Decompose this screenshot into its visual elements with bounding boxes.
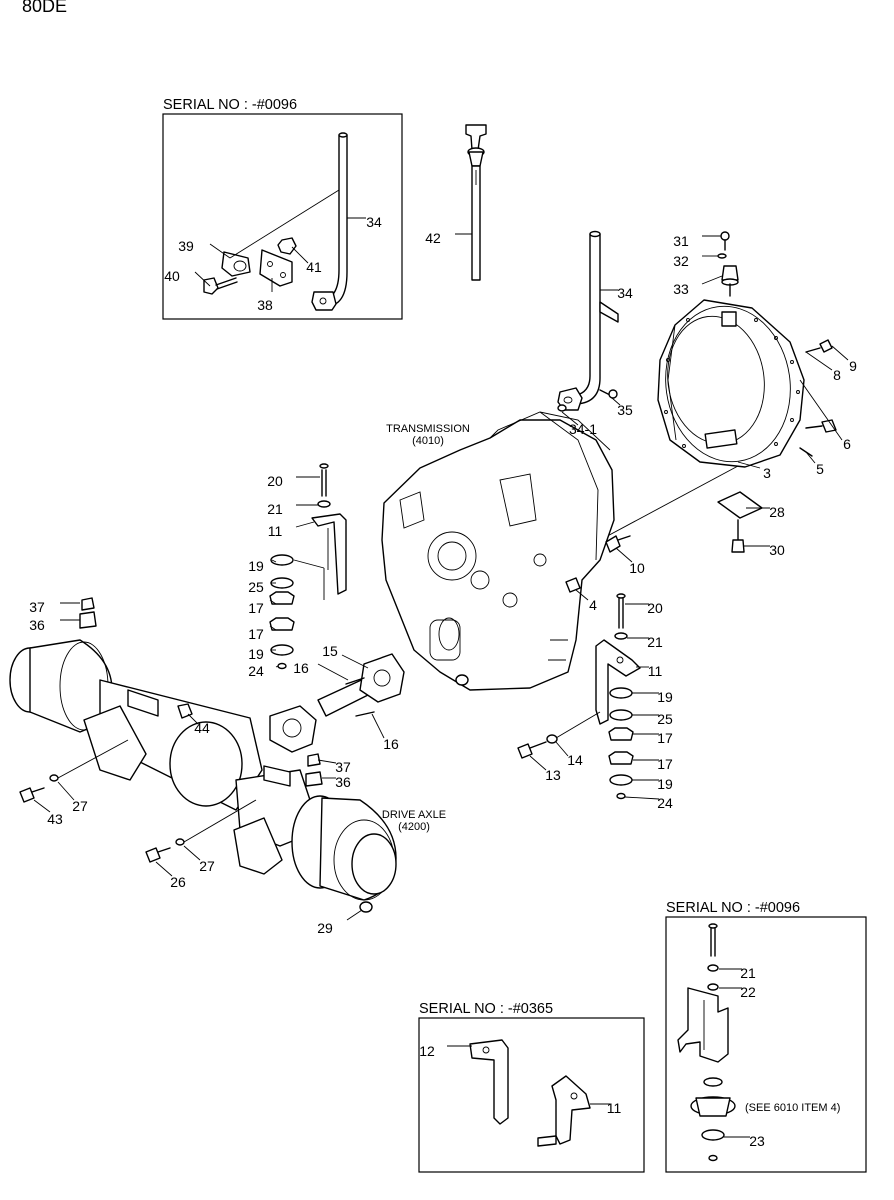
callout-6-14: 6 [843, 436, 851, 452]
drive-axle [9, 597, 397, 921]
callout-29-53: 29 [317, 920, 333, 936]
callout-40-3: 40 [164, 268, 180, 284]
oil-tube [557, 230, 621, 426]
callout-17-44: 17 [657, 756, 673, 772]
callout-numbers: 34 39 41 40 38 42 31 32 33 34 98 35 34-1 6 5 3 20 21 28 11 3… [29, 214, 857, 1149]
callout-24-35: 24 [248, 663, 264, 679]
callout-11-36: 11 [648, 663, 663, 679]
callout-16-34: 16 [293, 660, 309, 676]
callout-20-17: 20 [267, 473, 283, 489]
inset-box-bottom-right [665, 916, 867, 1173]
callout-35-12: 35 [617, 402, 633, 418]
callout-12-56: 12 [419, 1043, 435, 1059]
callout-39-1: 39 [178, 238, 194, 254]
inset-box-bottom-middle [418, 1017, 645, 1173]
callout-22-55: 22 [740, 984, 756, 1000]
inset-mount-stack [677, 923, 750, 1162]
left-mount-stack [269, 463, 347, 670]
callout-19-33: 19 [248, 646, 264, 662]
callout-9-10: 9 [849, 358, 857, 374]
callout-13-45: 13 [545, 767, 561, 783]
assembly-label-drive-axle-2: (4200) [398, 821, 430, 833]
callout-32-7: 32 [673, 253, 689, 269]
callout-19-22: 19 [248, 558, 264, 574]
callout-34-1-13: 34-1 [569, 421, 597, 437]
callout-43-50: 43 [47, 811, 63, 827]
callout-15-32: 15 [322, 643, 338, 659]
callout-11-57: 11 [607, 1100, 622, 1116]
callout-25-24: 25 [248, 579, 264, 595]
callout-21-54: 21 [740, 965, 756, 981]
callout-34-0: 34 [366, 214, 382, 230]
serial-label-3: SERIAL NO : -#0096 [666, 900, 800, 916]
inset-box-top-left [162, 113, 403, 320]
callout-17-41: 17 [657, 730, 673, 746]
callout-37-27: 37 [29, 599, 45, 615]
callout-17-28: 17 [248, 600, 264, 616]
serial-label-2: SERIAL NO : -#0365 [419, 1001, 553, 1017]
callout-38-4: 38 [257, 297, 273, 313]
callout-8-11: 8 [833, 367, 841, 383]
callout-42-5: 42 [425, 230, 441, 246]
callout-36-46: 36 [335, 774, 351, 790]
inset-oil-tube-assembly [194, 132, 366, 311]
callout-21-31: 21 [647, 634, 663, 650]
inset-brackets [447, 1039, 610, 1147]
assembly-label-drive-axle-1: DRIVE AXLE [382, 809, 446, 821]
dipstick [455, 124, 487, 281]
callout-23-58: 23 [749, 1133, 765, 1149]
propeller-shaft [269, 653, 405, 753]
callout-21-18: 21 [267, 501, 283, 517]
serial-label-1: SERIAL NO : -#0096 [163, 97, 297, 113]
callout-25-39: 25 [657, 711, 673, 727]
callout-19-37: 19 [657, 689, 673, 705]
callout-31-6: 31 [673, 233, 689, 249]
model-title: 80DE [22, 0, 67, 16]
callout-11-20: 11 [268, 523, 283, 539]
callout-14-42: 14 [567, 752, 583, 768]
callout-30-21: 30 [769, 542, 785, 558]
callout-26-52: 26 [170, 874, 186, 890]
callout-16-40: 16 [383, 736, 399, 752]
callout-37-43: 37 [335, 759, 351, 775]
callout-36-29: 36 [29, 617, 45, 633]
callout-17-30: 17 [248, 626, 264, 642]
callout-3-16: 3 [763, 465, 771, 481]
right-mount-stack [517, 593, 660, 800]
assembly-label-transmission-1: TRANSMISSION [386, 423, 470, 435]
callout-27-48: 27 [72, 798, 88, 814]
callout-5-15: 5 [816, 461, 824, 477]
callout-33-8: 33 [673, 281, 689, 297]
converter-housing [599, 231, 849, 553]
callout-41-2: 41 [306, 259, 322, 275]
see-note: (SEE 6010 ITEM 4) [745, 1102, 840, 1114]
callout-4-25: 4 [589, 597, 597, 613]
callout-27-51: 27 [199, 858, 215, 874]
callout-44-38: 44 [194, 720, 210, 736]
assembly-label-transmission-2: (4010) [412, 435, 444, 447]
callout-10-23: 10 [629, 560, 645, 576]
callout-34-9: 34 [617, 285, 633, 301]
callout-19-47: 19 [657, 776, 673, 792]
callout-28-19: 28 [769, 504, 785, 520]
callout-20-26: 20 [647, 600, 663, 616]
transmission [381, 411, 633, 691]
callout-24-49: 24 [657, 795, 673, 811]
